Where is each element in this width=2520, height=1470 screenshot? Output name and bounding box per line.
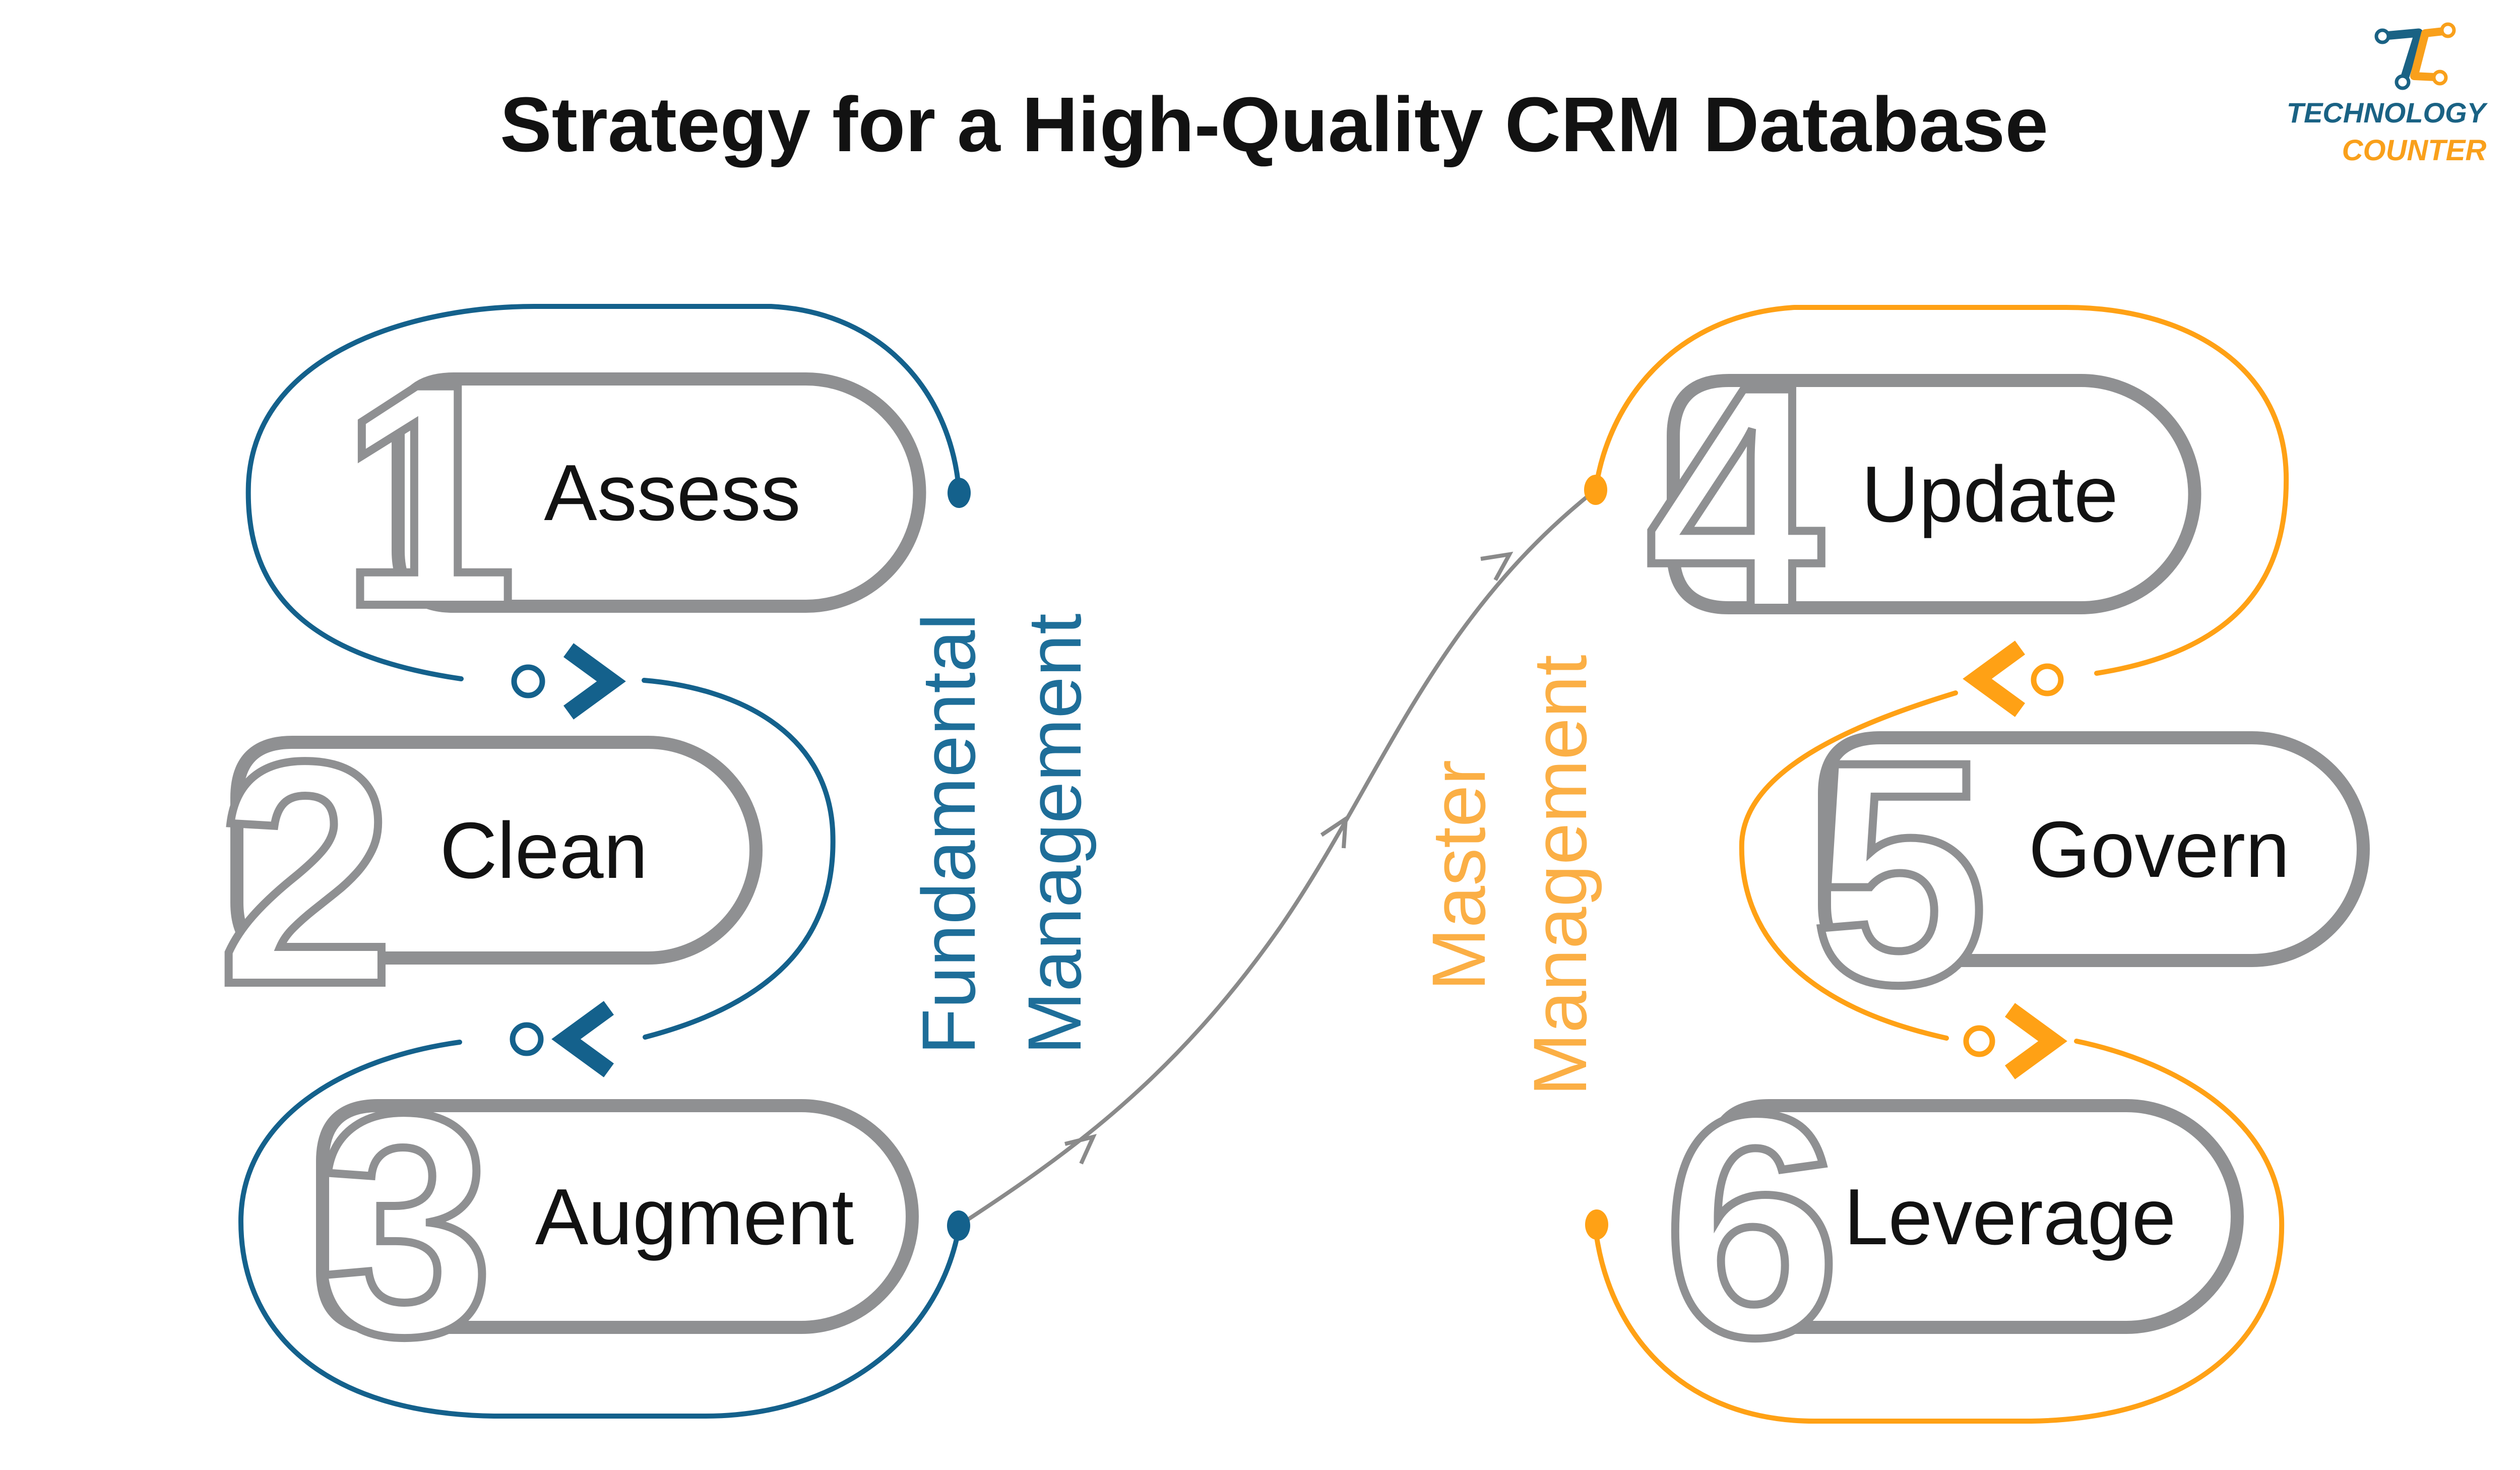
loop-around-step-2 (642, 678, 836, 1040)
logo: TECHNOLOGY COUNTER (2287, 22, 2488, 167)
logo-node-icon (2432, 70, 2448, 86)
step-label: Leverage (1844, 1173, 2176, 1261)
phase-label-line: Management (1518, 655, 1602, 1096)
step-pill (1818, 731, 2370, 967)
step-pill (392, 372, 926, 613)
logo-monogram-c-icon (2410, 27, 2447, 81)
loop-around-step-1 (245, 304, 962, 681)
logo-node-icon (2374, 28, 2390, 44)
step-label: Update (1861, 450, 2118, 539)
fundamental-connectors (510, 478, 971, 1241)
phase-label-line: Master (1416, 760, 1501, 991)
logo-wordmark-bottom: COUNTER (2342, 134, 2487, 167)
loop-around-step-4 (1593, 305, 2289, 676)
step-label: Clean (440, 806, 648, 895)
arrowhead-icon (1064, 1134, 1097, 1165)
step-number: 2 (218, 695, 394, 1050)
step-number: 1 (340, 317, 517, 672)
connector-circle-icon (511, 664, 545, 698)
master-flow-line (1593, 305, 2289, 1424)
master-connectors (1584, 475, 2067, 1240)
connector-chevron-right-icon (563, 643, 626, 720)
logo-monogram-t-icon (2381, 28, 2423, 84)
step-5: 5 Govern (1807, 691, 2370, 1054)
step-pill (316, 1099, 919, 1334)
step-6: 6 Leverage (1660, 1044, 2244, 1407)
fundamental-flow-line (238, 304, 962, 1419)
step-pill (1667, 374, 2201, 614)
loop-around-step-6 (1594, 1039, 2285, 1424)
step-2: 2 Clean (214, 691, 763, 1054)
step-label: Augment (535, 1173, 854, 1261)
logo-node-icon (2440, 22, 2456, 38)
step-number: 5 (1811, 695, 1988, 1050)
step-number: 4 (1647, 321, 1825, 675)
connector-circle-icon (1963, 1025, 1995, 1057)
page-title: Strategy for a High-Quality CRM Database (500, 81, 2048, 168)
step-3: 3 Augment (313, 1043, 919, 1406)
transition-curve (957, 488, 1598, 1228)
flow-endpoint-dot (947, 1210, 970, 1241)
transition-arrow-step3-to-step4 (957, 488, 1598, 1228)
connector-chevron-left-icon (1963, 641, 2026, 717)
loop-around-step-5 (1739, 690, 1958, 1041)
step-label: Govern (2029, 805, 2290, 894)
step-1: 1 Assess (336, 313, 926, 676)
flow-endpoint-dot (1585, 1209, 1608, 1240)
arrowhead-icon (1320, 815, 1348, 849)
phase-label-fundamental-management: Fundamental Management (906, 613, 1097, 1055)
phase-label-line: Fundamental (906, 613, 991, 1055)
connector-chevron-right-icon (2004, 1003, 2067, 1079)
connector-chevron-left-icon (551, 1001, 614, 1077)
step-number: 6 (1664, 1048, 1840, 1403)
loop-around-step-3 (238, 1040, 961, 1419)
step-number: 3 (317, 1047, 493, 1402)
connector-circle-icon (2031, 663, 2064, 696)
logo-node-icon (2395, 74, 2411, 90)
flow-endpoint-dot (1584, 475, 1607, 505)
step-4: 4 Update (1643, 316, 2201, 679)
arrowhead-icon (1480, 551, 1514, 581)
step-pill (1707, 1099, 2244, 1334)
step-pill (230, 736, 763, 965)
step-label: Assess (544, 449, 800, 537)
logo-wordmark-top: TECHNOLOGY (2287, 97, 2488, 129)
flow-endpoint-dot (948, 478, 971, 508)
connector-circle-icon (510, 1022, 544, 1056)
phase-label-line: Management (1012, 613, 1097, 1055)
phase-label-master-management: Master Management (1416, 655, 1602, 1096)
